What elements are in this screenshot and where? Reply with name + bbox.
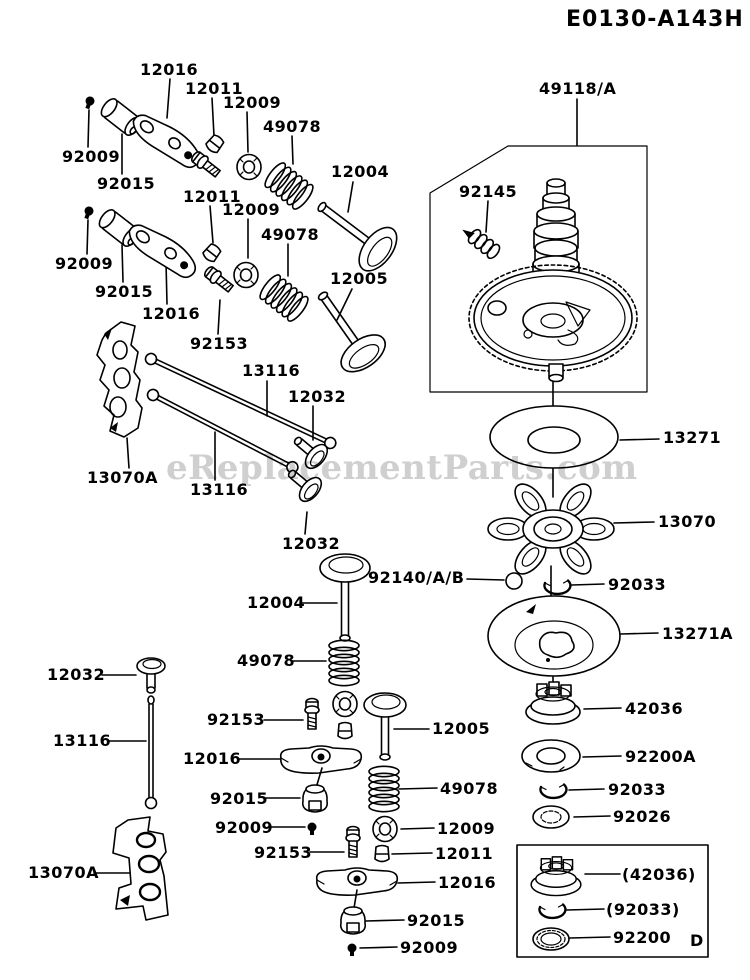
valve-train-bottom-intake-drawing <box>279 553 371 836</box>
valve-train-bottom-exhaust-drawing <box>315 692 407 957</box>
part-label-92015: 92015 <box>95 282 154 301</box>
part-label-92153: 92153 <box>190 334 249 353</box>
part-label-12005: 12005 <box>330 269 389 288</box>
gear-holder-13070-drawing <box>487 483 615 575</box>
part-label-12016: 12016 <box>142 304 201 323</box>
part-label-12032: 12032 <box>47 665 106 684</box>
part-label-92200a: 92200A <box>625 747 697 766</box>
part-label-13271: 13271 <box>663 428 722 447</box>
part-label-49118-a: 49118/A <box>539 79 617 98</box>
part-label--92033-: (92033) <box>606 900 680 919</box>
guide-plate-lower-drawing <box>112 816 169 921</box>
part-label-13116: 13116 <box>242 361 301 380</box>
leader-lines <box>86 78 660 949</box>
part-label-13116: 13116 <box>53 731 112 750</box>
part-label-42036: 42036 <box>625 699 684 718</box>
guide-plate-upper-drawing <box>96 321 143 438</box>
tappet-rod-bottom-left-drawing <box>136 657 166 810</box>
push-rods-drawing <box>144 352 337 507</box>
part-label-12032: 12032 <box>288 387 347 406</box>
part-label-12032: 12032 <box>282 534 341 553</box>
ball-92140-drawing <box>505 572 523 590</box>
part-label-92009: 92009 <box>400 938 459 957</box>
inset-washer-92200-drawing <box>532 927 570 951</box>
part-label-12016: 12016 <box>140 60 199 79</box>
part-label-12011: 12011 <box>435 844 494 863</box>
part-label-92033: 92033 <box>608 575 667 594</box>
part-label-49078: 49078 <box>261 225 320 244</box>
part-label-12004: 12004 <box>331 162 390 181</box>
part-label-12004: 12004 <box>247 593 306 612</box>
part-label-92145: 92145 <box>459 182 518 201</box>
part-label-12009: 12009 <box>222 200 281 219</box>
part-label-49078: 49078 <box>440 779 499 798</box>
washer-92200a-drawing <box>521 739 581 773</box>
part-label-13271a: 13271A <box>662 624 734 643</box>
part-label-92015: 92015 <box>97 174 156 193</box>
inset-box <box>516 844 709 958</box>
part-label-92153: 92153 <box>254 843 313 862</box>
washer-13271-drawing <box>489 405 619 469</box>
part-label-49078: 49078 <box>237 651 296 670</box>
plate-13271a-drawing <box>487 595 621 677</box>
part-label-12011: 12011 <box>183 187 242 206</box>
part-label-12011: 12011 <box>185 79 244 98</box>
part-label-13070a: 13070A <box>87 468 159 487</box>
part-label-92009: 92009 <box>55 254 114 273</box>
part-label-12016: 12016 <box>438 873 497 892</box>
part-label-13070: 13070 <box>658 512 717 531</box>
part-label-92026: 92026 <box>613 807 672 826</box>
part-label-92033: 92033 <box>608 780 667 799</box>
diagram-code: E0130-A143H <box>566 7 744 32</box>
part-label-13070a: 13070A <box>28 863 100 882</box>
part-label-12005: 12005 <box>432 719 491 738</box>
part-label-49078: 49078 <box>263 117 322 136</box>
part-label-92009: 92009 <box>215 818 274 837</box>
camshaft-box <box>429 145 648 393</box>
camshaft-drawing <box>457 178 638 383</box>
part-label-12016: 12016 <box>183 749 242 768</box>
part-label-92200: 92200 <box>613 928 672 947</box>
part-label-92153: 92153 <box>207 710 266 729</box>
part-label-92015: 92015 <box>407 911 466 930</box>
part-label-12009: 12009 <box>223 93 282 112</box>
part-label-12009: 12009 <box>437 819 496 838</box>
part-label-d: D <box>690 931 704 950</box>
part-label-92140-a-b: 92140/A/B <box>368 568 465 587</box>
part-label-13116: 13116 <box>190 480 249 499</box>
part-label--42036-: (42036) <box>622 865 696 884</box>
part-label-92009: 92009 <box>62 147 121 166</box>
spacer-92026-drawing <box>532 805 570 829</box>
part-label-92015: 92015 <box>210 789 269 808</box>
